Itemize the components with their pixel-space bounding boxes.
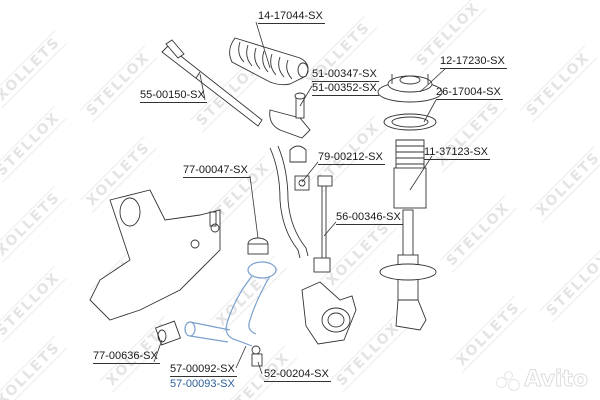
stabilizer-bar-part <box>269 145 309 259</box>
steering-knuckle-part <box>301 281 357 345</box>
tie-rod-end-part <box>269 92 311 139</box>
part-label[interactable]: 14-17044-SX <box>258 10 325 24</box>
bump-stop-part <box>393 139 427 209</box>
part-label[interactable]: 11-37123-SX <box>424 146 491 160</box>
avito-text: Avito <box>524 367 589 393</box>
stabilizer-bushing-part <box>289 145 310 191</box>
control-arm-part <box>184 261 277 347</box>
part-label[interactable]: 57-00092-SX <box>170 363 237 377</box>
part-label-highlighted[interactable]: 57-00093-SX <box>170 378 235 390</box>
shock-absorber-part <box>379 209 437 331</box>
part-label[interactable]: 56-00346-SX <box>336 211 403 225</box>
part-label[interactable]: 51-00352-SX <box>312 82 379 96</box>
part-label[interactable]: 79-00212-SX <box>318 151 385 165</box>
part-label[interactable]: 26-17004-SX <box>436 86 503 100</box>
subframe-bushing-part <box>247 237 269 255</box>
leader-lines <box>153 21 447 375</box>
ball-joint-part <box>251 345 263 367</box>
strut-mount-part <box>377 74 443 103</box>
part-label[interactable]: 52-00204-SX <box>264 368 331 382</box>
avito-logo-icon <box>496 370 521 391</box>
stabilizer-link-part <box>313 175 333 273</box>
part-label[interactable]: 12-17230-SX <box>440 55 507 69</box>
part-label[interactable]: 55-00150-SX <box>140 89 207 103</box>
strut-bearing-part <box>383 113 437 131</box>
avito-watermark: Avito <box>496 367 589 393</box>
control-arm-bushing-part <box>154 320 182 346</box>
part-label[interactable]: 51-00347-SX <box>312 68 379 82</box>
part-label[interactable]: 77-00047-SX <box>183 164 250 178</box>
steering-boot-part <box>229 37 309 86</box>
inner-tie-rod-part <box>161 39 263 127</box>
part-label[interactable]: 77-00636-SX <box>93 350 160 364</box>
subframe-part <box>89 189 221 321</box>
